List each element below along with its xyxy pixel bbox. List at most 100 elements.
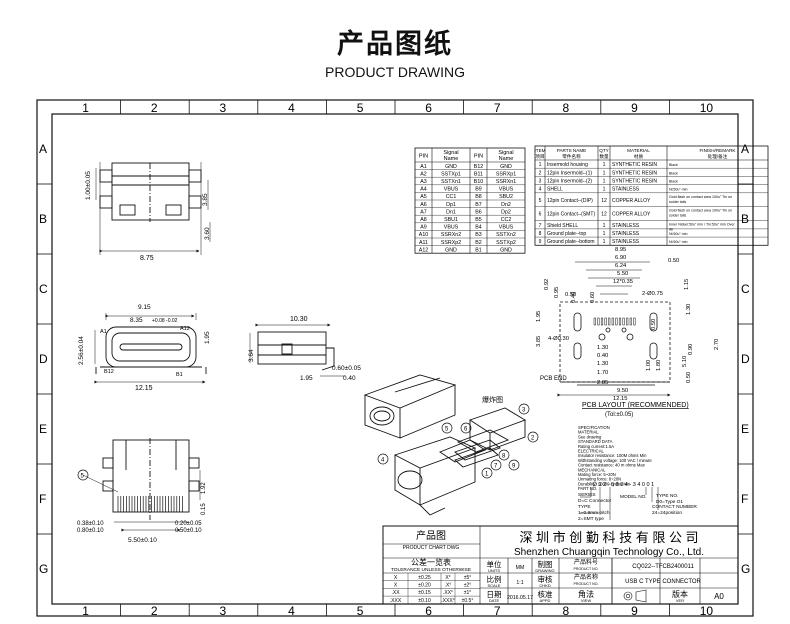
- bom-table-cell: 12pin Contact--(DIP): [547, 198, 593, 204]
- projection-symbol: [623, 591, 633, 601]
- pin-table-cell: GND: [500, 164, 512, 170]
- spec-line: Insulator resistance: 100M ohms Min: [578, 453, 647, 458]
- pin-table-header: PIN: [474, 154, 483, 160]
- tb-label-en: DRAWING: [535, 568, 554, 573]
- callout-5-label: 5: [81, 474, 85, 480]
- pcb-dim-label: 6.90: [615, 255, 626, 261]
- spec-line: MECHANICAL: [578, 467, 606, 472]
- bom-table-cell: 1: [603, 223, 606, 229]
- pcb-dim-label: 5.10: [682, 356, 688, 367]
- tb-label-en: SCALE: [487, 583, 500, 588]
- bom-table-cell: STAINLESS: [612, 187, 640, 193]
- bom-table-cell: solder tails: [669, 214, 686, 218]
- bom-table-cell: Ni:50u" min: [669, 188, 687, 192]
- bottom-view: [82, 438, 201, 532]
- pcb-pad: [629, 317, 632, 326]
- tolerance-cell: ±2°: [464, 583, 472, 589]
- tb-label: 角法: [578, 589, 594, 599]
- tolerance-cell: ±0.20: [418, 583, 431, 589]
- zone-col-top: 10: [700, 101, 714, 115]
- pin-table-cell: B2: [475, 240, 482, 246]
- pin-table-cell: SSTXn2: [496, 232, 516, 238]
- tolerance-cell: X: [394, 575, 398, 581]
- pin-table-cell: B8: [475, 194, 482, 200]
- pcb-pad: [615, 317, 618, 326]
- pin-table-cell: B5: [475, 217, 482, 223]
- pin-table-cell: A2: [420, 171, 427, 177]
- pcb-dim-label: 1.30: [597, 345, 608, 351]
- pin-table-header: PIN: [419, 154, 428, 160]
- bom-table-cell: 1: [539, 162, 542, 168]
- zone-col-top: 4: [288, 101, 295, 115]
- bom-table-cell: SHELL: [547, 187, 563, 193]
- dim-3-64: 3.64: [248, 349, 255, 362]
- series-label: SERIES: [578, 492, 596, 498]
- bom-table-cell: All: [669, 228, 673, 232]
- callout-circle: [460, 422, 472, 434]
- exploded-view: [393, 407, 527, 516]
- bom-table-header: 处理/备注: [708, 153, 728, 160]
- dim-0-20: 0.20±0.05: [175, 521, 202, 527]
- pin-table-cell: B3: [475, 232, 482, 238]
- spec-line: Mating force: 5~20N: [578, 472, 616, 477]
- bom-table-cell: solder tails: [669, 200, 686, 204]
- tolerance-cn: 公差一览表: [411, 557, 451, 567]
- type-value: 1=0.8mm pitch: [578, 510, 610, 516]
- bom-table-cell: 3: [539, 179, 542, 185]
- pcb-dim-label: 1.15: [684, 279, 690, 290]
- bom-table-border: [534, 145, 769, 246]
- pcb-pad: [608, 317, 611, 326]
- tolerance-cell: .XXX°: [441, 598, 454, 604]
- bom-table-cell: 6: [539, 212, 542, 218]
- type-label: TYPE: [578, 504, 591, 510]
- pin-label-a1: A1: [100, 329, 107, 335]
- contact-number-label: CONTACT NUMBER: [652, 504, 697, 510]
- dim-3-60: 3.60: [204, 227, 211, 240]
- part-number-tree: [580, 487, 659, 520]
- pcb-pad: [593, 317, 596, 326]
- tb-label: 产品料号: [574, 558, 598, 566]
- zone-row-left: E: [39, 422, 47, 436]
- dim-3-85: 3.85: [202, 193, 209, 206]
- pcb-pad: [626, 317, 629, 326]
- pin-table-cell: GND: [445, 247, 457, 253]
- callout-circle: [377, 453, 389, 465]
- zone-row-right: C: [741, 282, 750, 296]
- tolerance-cell: ±1°: [464, 590, 472, 596]
- pin-table-cell: Dp2: [501, 209, 511, 215]
- zone-col-bottom: 5: [357, 604, 364, 618]
- pin-table-cell: SSTXp1: [441, 171, 461, 177]
- pcb-layout: [557, 261, 671, 397]
- tb-value: CQ022--TFCB2400011: [632, 564, 694, 570]
- pin-label-b1: B1: [176, 372, 183, 378]
- pin-table-cell: Dn2: [501, 202, 511, 208]
- bom-table-cell: SYNTHETIC RESIN: [612, 162, 657, 168]
- bom-table-cell: Ni:50u" min: [669, 232, 687, 236]
- bom-table-cell: 1: [603, 239, 606, 245]
- bom-table-cell: 12: [601, 212, 607, 218]
- dim-1-00: 1.00±0.05: [85, 171, 92, 200]
- tb-label: 审核: [538, 574, 553, 584]
- side-view: [249, 323, 345, 377]
- bom-table-cell: 7: [539, 223, 542, 229]
- zone-col-top: 9: [631, 101, 638, 115]
- spec-line: SPECIFICATION: [578, 425, 610, 430]
- bom-table-cell: Black: [669, 171, 678, 175]
- tolerance-cell: ±5°: [464, 575, 472, 581]
- zone-row-right: D: [741, 352, 750, 366]
- pcb-pad: [597, 317, 600, 326]
- zone-row-right: A: [741, 142, 749, 156]
- pcb-dim-label: 4-Ø0.30: [548, 336, 569, 342]
- pcb-dim-label: 2.85: [597, 380, 608, 386]
- bom-table-cell: 12pin Insermold--(2): [547, 179, 592, 185]
- tb-label: 版本: [672, 589, 688, 599]
- pcb-dim-label: 0.92: [544, 279, 550, 290]
- pin-table-cell: A8: [420, 217, 427, 223]
- callout-circle: [481, 467, 493, 479]
- dim-8-75: 8.75: [140, 255, 154, 262]
- pcb-pads: [593, 317, 636, 326]
- zone-col-top: 3: [220, 101, 227, 115]
- pcb-dim-label: 0.50: [565, 292, 576, 298]
- callout-5: [77, 469, 89, 481]
- pin-table-cell: VBUS: [444, 187, 459, 193]
